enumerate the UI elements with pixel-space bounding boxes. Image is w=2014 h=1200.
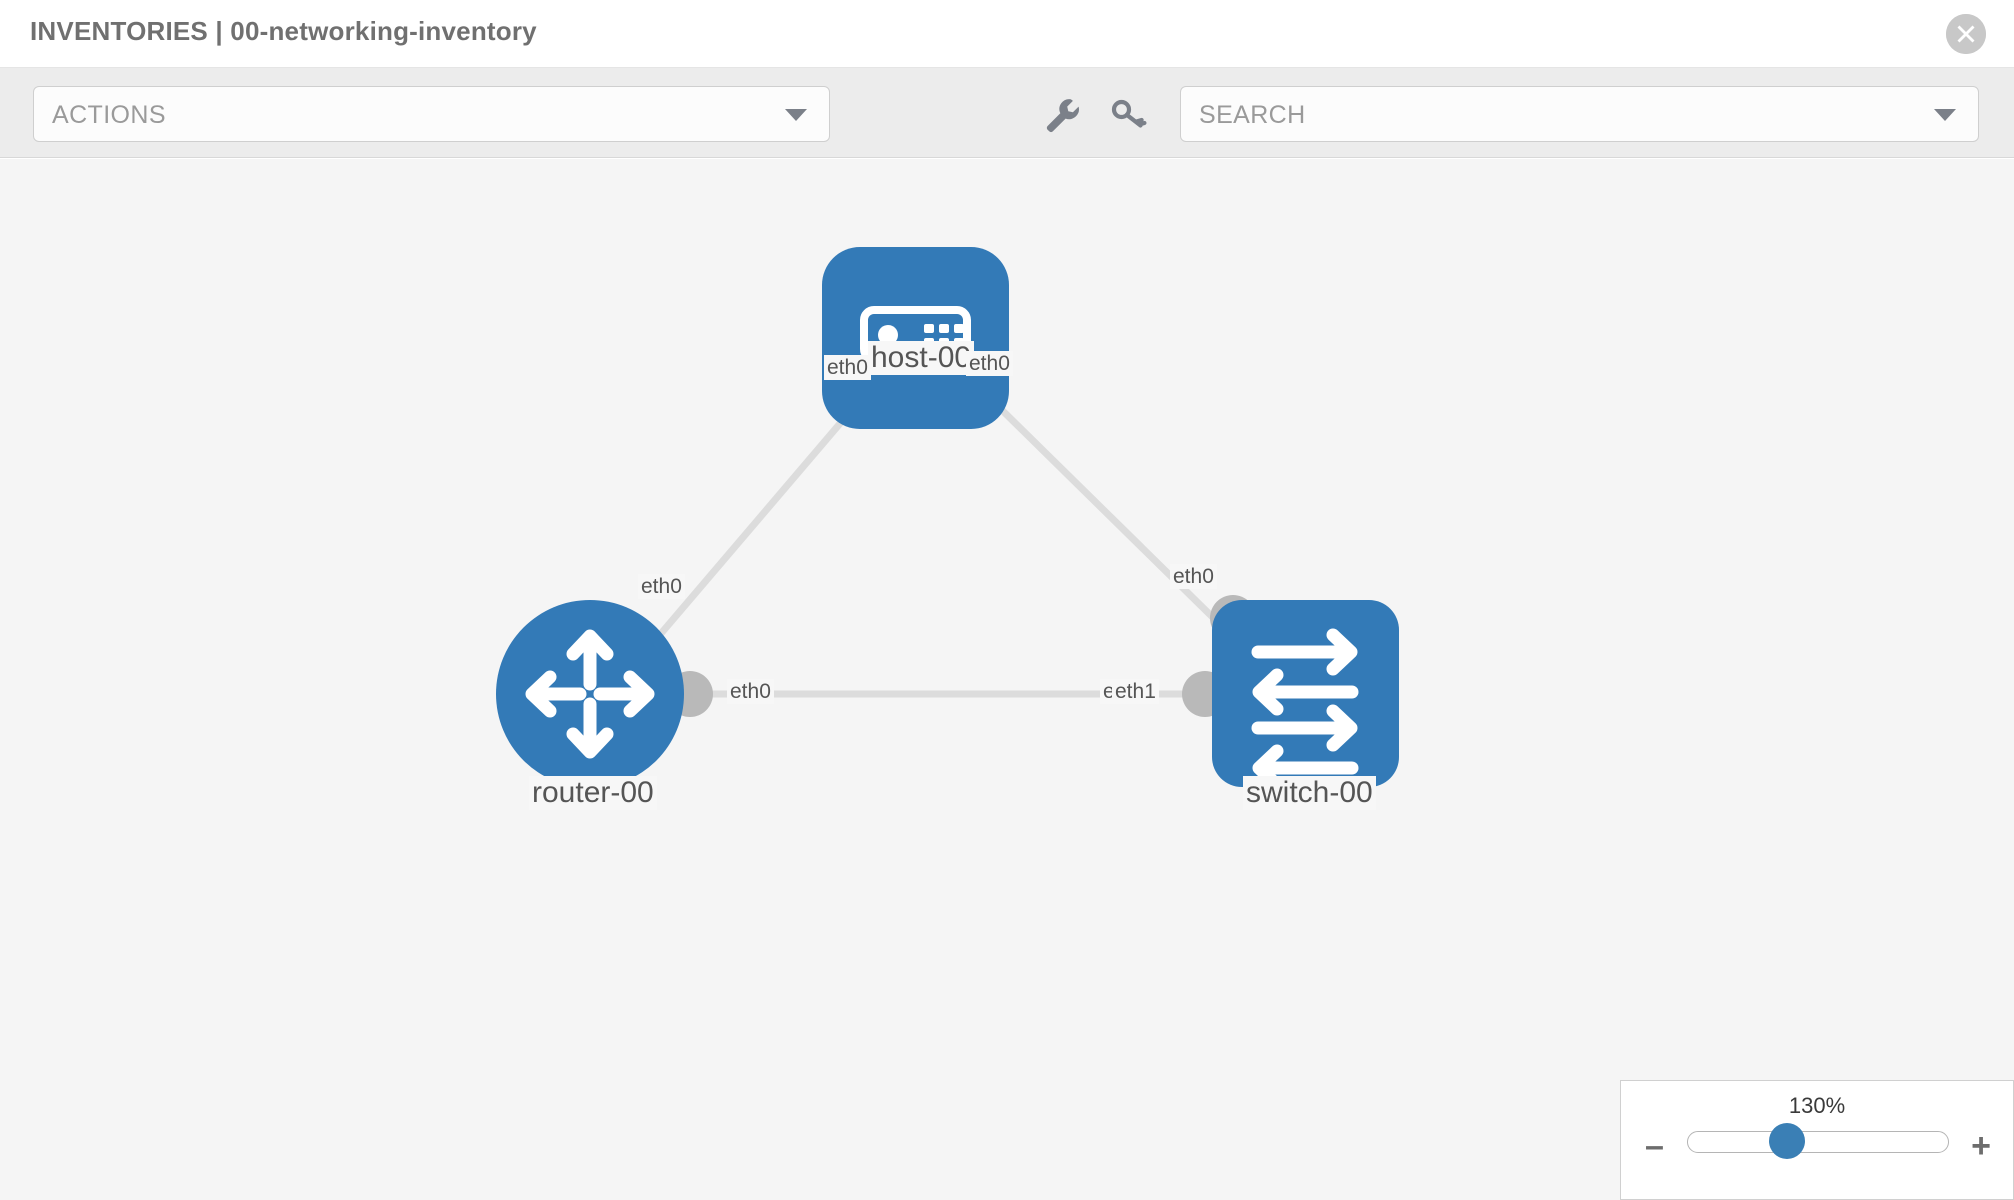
node-label-host-00[interactable]: host-00: [868, 341, 975, 375]
node-label-router-00[interactable]: router-00: [529, 776, 657, 810]
node-host-00: [822, 247, 1009, 429]
zoom-out-button[interactable]: –: [1645, 1127, 1664, 1165]
key-icon[interactable]: [1106, 92, 1150, 136]
node-router-00: [496, 600, 684, 788]
switch-arrows-icon: [1251, 628, 1359, 792]
close-icon[interactable]: [1946, 14, 1986, 54]
topology-graph: [496, 247, 1399, 792]
zoom-control: 130% – +: [1620, 1080, 2014, 1200]
wrench-icon[interactable]: [1039, 92, 1083, 136]
zoom-percent-label: 130%: [1788, 1093, 1846, 1118]
topology-canvas[interactable]: host-00 eth0 eth0 eth0 eth0 eth0 eth0 et…: [0, 159, 2014, 1200]
iface-label-switch-up: eth0: [1170, 564, 1217, 589]
actions-dropdown-label: ACTIONS: [52, 101, 166, 129]
iface-label-router-right: eth0: [727, 679, 774, 704]
zoom-slider-track[interactable]: [1687, 1131, 1949, 1153]
page-title: INVENTORIES | 00-networking-inventory: [30, 16, 537, 46]
iface-label-switch-left: eth1: [1112, 679, 1159, 704]
search-input[interactable]: SEARCH: [1180, 86, 1979, 142]
actions-dropdown[interactable]: ACTIONS: [33, 86, 830, 142]
router-arrows-icon: [525, 629, 655, 759]
zoom-slider-thumb[interactable]: [1769, 1123, 1805, 1159]
chevron-down-icon: [785, 109, 807, 121]
search-placeholder: SEARCH: [1199, 101, 1306, 129]
iface-label-host-left: eth0: [824, 355, 871, 380]
iface-label-host-right: eth0: [966, 351, 1013, 376]
page-header: INVENTORIES | 00-networking-inventory: [0, 0, 2014, 68]
node-label-switch-00[interactable]: switch-00: [1243, 776, 1376, 810]
zoom-in-button[interactable]: +: [1971, 1127, 1991, 1165]
node-switch-00: [1212, 600, 1399, 792]
iface-label-router-up: eth0: [638, 574, 685, 599]
chevron-down-icon[interactable]: [1934, 109, 1956, 121]
